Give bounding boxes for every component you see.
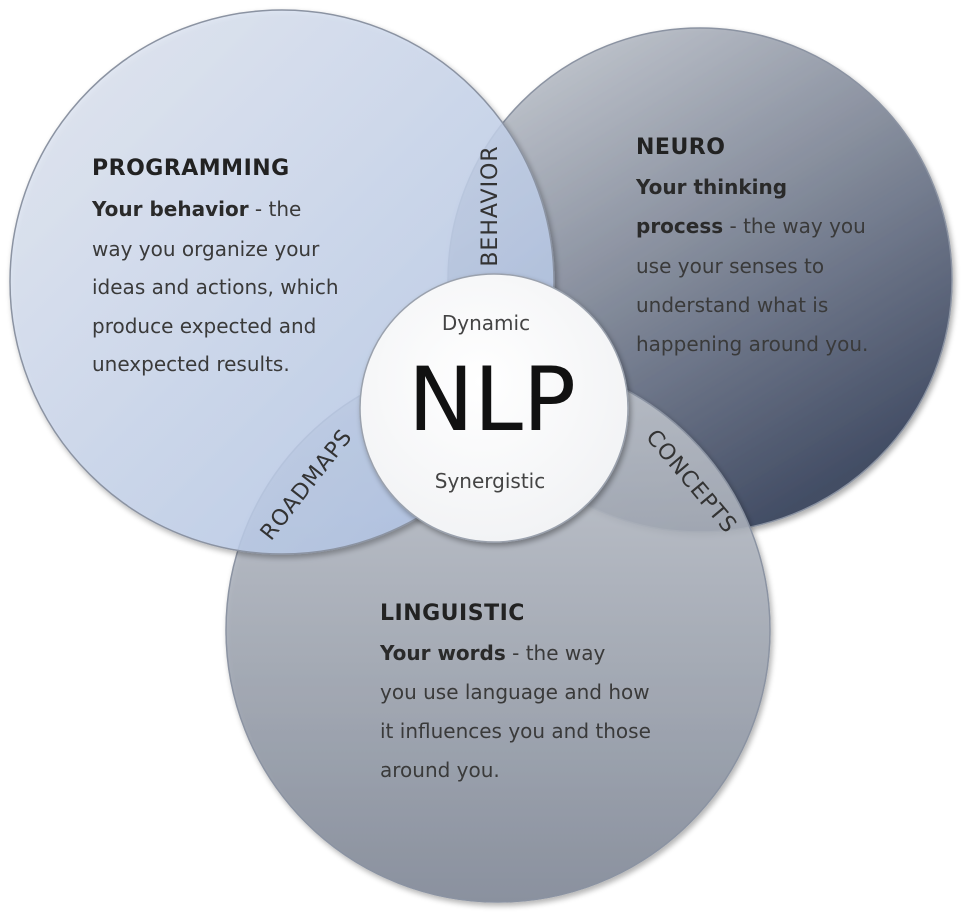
programming-line: way you organize your (92, 237, 320, 261)
linguistic-line: you use language and how (380, 680, 650, 704)
programming-line: ideas and actions, which (92, 275, 339, 299)
neuro-line: happening around you. (636, 332, 868, 356)
linguistic-lead-rest: - the way (506, 641, 606, 665)
neuro-lead-rest: - the way you (723, 214, 866, 238)
linguistic-line: it influences you and those (380, 719, 651, 743)
neuro-lead-line2: process - the way you (636, 214, 866, 238)
linguistic-line: around you. (380, 758, 500, 782)
center-title: NLP (408, 348, 576, 451)
neuro-lead: process (636, 214, 723, 238)
programming-text: PROGRAMMING Your behavior - the way you … (91, 156, 339, 376)
overlap-label-behavior: BEHAVIOR (478, 145, 503, 266)
center-circle (359, 273, 629, 543)
programming-lead-line: Your behavior - the (91, 197, 301, 221)
programming-lead: Your behavior (91, 197, 249, 221)
center-top-word: Dynamic (442, 311, 530, 335)
neuro-line: understand what is (636, 293, 828, 317)
neuro-title: NEURO (636, 135, 725, 160)
programming-lead-rest: - the (249, 197, 302, 221)
neuro-line: use your senses to (636, 254, 824, 278)
center-bottom-word: Synergistic (435, 469, 545, 493)
neuro-lead-line1: Your thinking (635, 175, 787, 199)
linguistic-title: LINGUISTIC (380, 601, 525, 626)
programming-title: PROGRAMMING (92, 156, 290, 181)
linguistic-text: LINGUISTIC Your words - the way you use … (379, 601, 651, 782)
programming-line: unexpected results. (92, 352, 290, 376)
linguistic-lead: Your words (379, 641, 506, 665)
neuro-text: NEURO Your thinking process - the way yo… (635, 135, 868, 356)
programming-line: produce expected and (92, 314, 316, 338)
linguistic-lead-line: Your words - the way (379, 641, 605, 665)
